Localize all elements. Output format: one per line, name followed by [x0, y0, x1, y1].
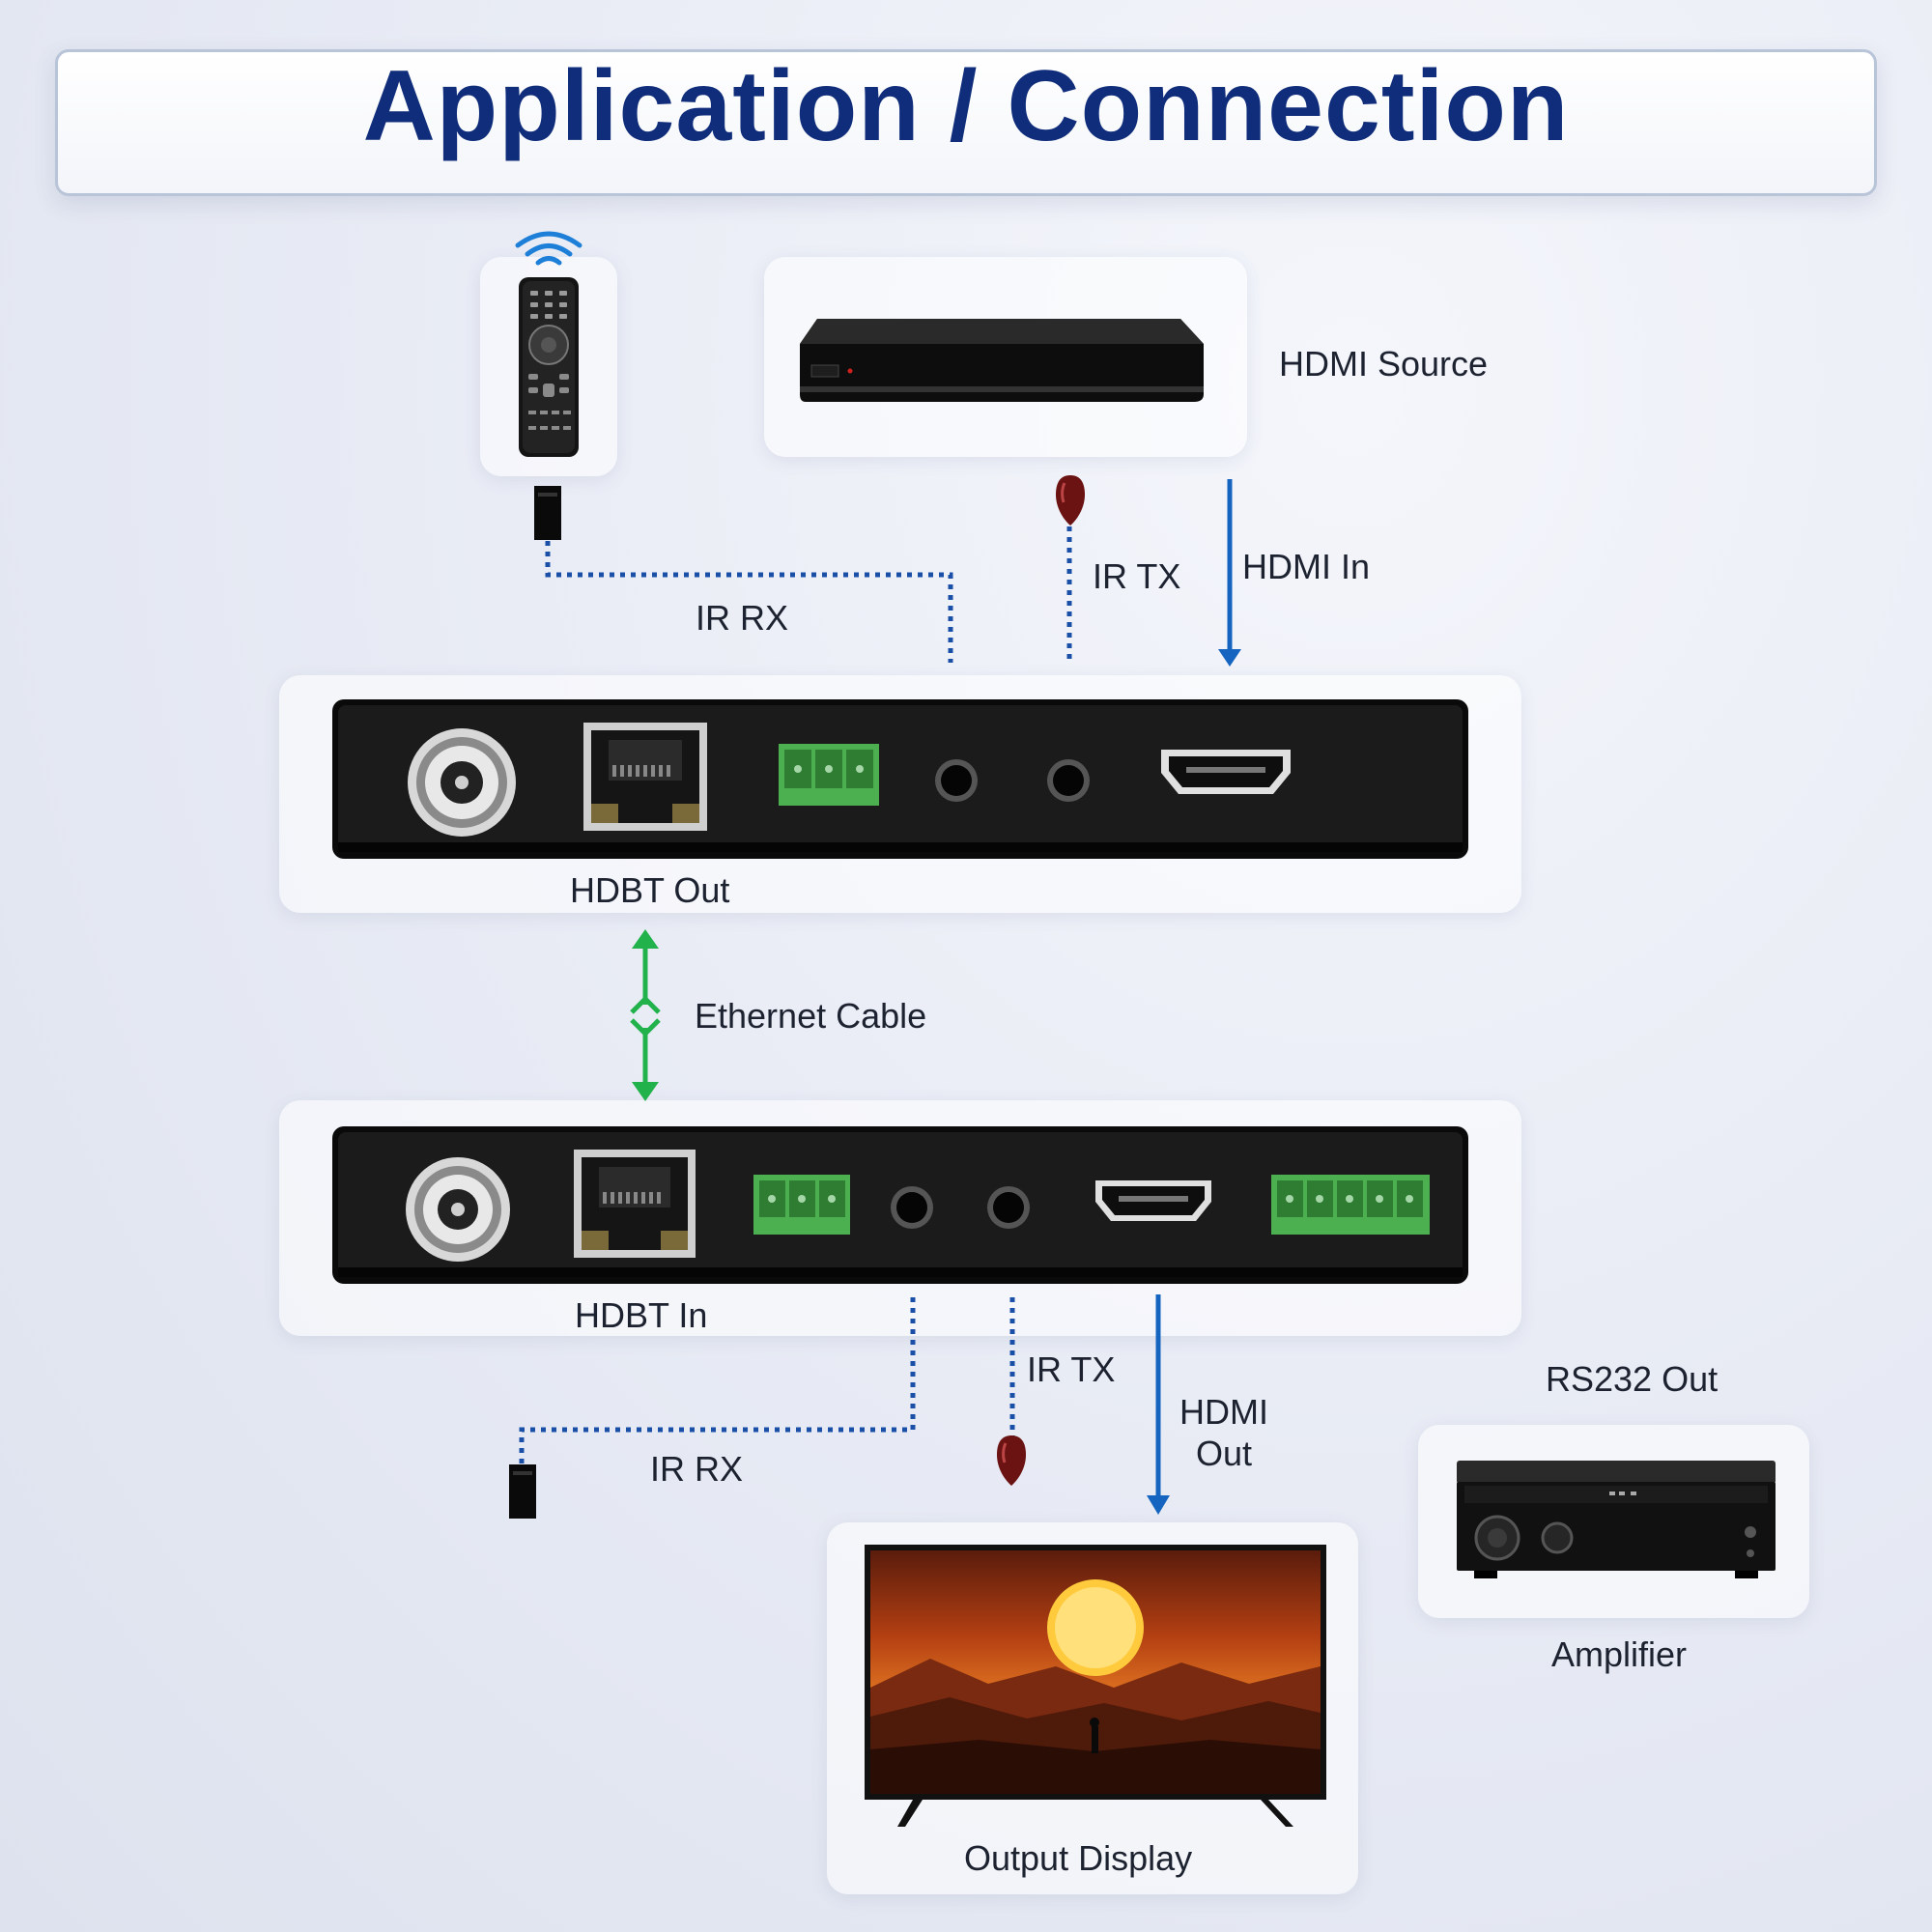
ir-rx-top-label: IR RX [696, 598, 789, 638]
wifi-signal-icon [515, 231, 582, 266]
transmitter-unit [332, 699, 1468, 859]
ir-tx-top-label: IR TX [1093, 556, 1181, 596]
hdmi-out-label-line2: Out [1195, 1434, 1253, 1473]
hdbt-out-label: HDBT Out [570, 870, 730, 910]
media-player-icon [800, 319, 1204, 402]
ir-rx-bottom-label: IR RX [650, 1449, 744, 1489]
receiver-unit [332, 1126, 1468, 1284]
ir-emitter-icon [997, 1435, 1026, 1486]
hdmi-source-label: HDMI Source [1279, 344, 1489, 384]
ir-receiver-icon [509, 1464, 536, 1519]
output-display-label: Output Display [964, 1838, 1193, 1878]
remote-control-icon [519, 277, 579, 457]
hdbt-in-label: HDBT In [575, 1295, 708, 1335]
amplifier-label: Amplifier [1551, 1634, 1688, 1674]
hdmi-out-label-line1: HDMI [1179, 1392, 1268, 1432]
page-title: Application / Connection [362, 50, 1570, 162]
tv-display-icon [865, 1545, 1326, 1827]
ir-receiver-icon [534, 486, 561, 540]
rs232-out-label: RS232 Out [1546, 1359, 1719, 1399]
ethernet-cable-arrow [630, 929, 661, 1101]
ir-emitter-icon [1056, 475, 1085, 526]
ir-tx-bottom-label: IR TX [1027, 1350, 1116, 1389]
av-amplifier-icon [1457, 1461, 1776, 1578]
ethernet-cable-label: Ethernet Cable [695, 996, 927, 1036]
hdmi-in-label: HDMI In [1242, 547, 1371, 586]
title-box [55, 49, 1877, 196]
